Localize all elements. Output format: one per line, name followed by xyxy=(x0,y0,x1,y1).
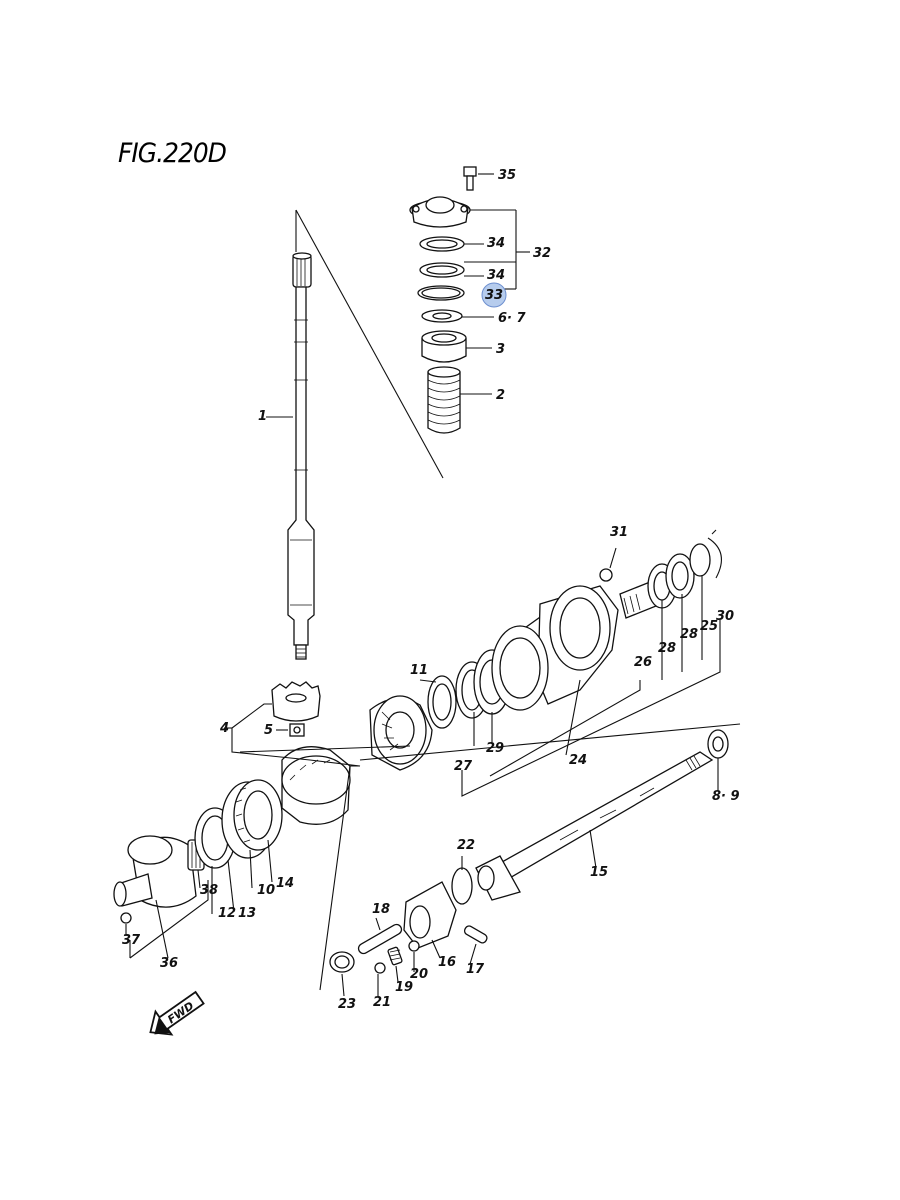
shim-part-11[interactable] xyxy=(427,675,457,729)
callout-c24[interactable]: 24 xyxy=(569,753,587,768)
callout-c13[interactable]: 13 xyxy=(238,906,256,921)
callout-c28a[interactable]: 28 xyxy=(680,627,698,642)
callout-c2[interactable]: 2 xyxy=(496,388,505,403)
highlight-marker-33 xyxy=(481,282,507,308)
callout-c89[interactable]: 8· 9 xyxy=(712,789,740,804)
callout-c5[interactable]: 5 xyxy=(264,723,273,738)
ball-part-20[interactable] xyxy=(408,940,420,952)
oil-seal-part-34-lower[interactable] xyxy=(419,262,465,278)
push-rod-part-18[interactable] xyxy=(357,923,404,956)
oil-seal-part-34-upper[interactable] xyxy=(419,236,465,252)
callout-c11[interactable]: 11 xyxy=(410,663,428,678)
drive-shaft-part-1[interactable] xyxy=(287,252,315,660)
oil-seal-part-28-b[interactable] xyxy=(665,553,695,599)
callout-c17[interactable]: 17 xyxy=(466,962,485,977)
callout-c25[interactable]: 25 xyxy=(700,619,718,634)
callout-c27[interactable]: 27 xyxy=(454,759,473,774)
bearing-part-3[interactable] xyxy=(421,330,467,363)
callout-c34b[interactable]: 34 xyxy=(487,268,505,283)
callout-c33[interactable]: 33 xyxy=(485,288,503,303)
callout-c14[interactable]: 14 xyxy=(276,876,294,891)
bearing-housing-part-32[interactable] xyxy=(409,196,471,228)
retainer-part-25[interactable] xyxy=(689,543,711,577)
thrust-washer-part-8-9[interactable] xyxy=(707,729,729,759)
upper-leader-lines xyxy=(266,173,530,418)
callout-c35[interactable]: 35 xyxy=(498,168,516,183)
nut-part-5[interactable] xyxy=(289,723,305,737)
pin-part-17[interactable] xyxy=(463,925,488,945)
callout-c12[interactable]: 12 xyxy=(218,906,236,921)
shim-part-6-7[interactable] xyxy=(421,309,463,323)
callout-c34a[interactable]: 34 xyxy=(487,236,505,251)
callout-c16[interactable]: 16 xyxy=(438,955,456,970)
callout-c31[interactable]: 31 xyxy=(610,525,628,540)
o-ring-part-33[interactable] xyxy=(417,285,465,301)
propeller-shaft-housing-part-24[interactable] xyxy=(491,585,619,711)
callout-c3[interactable]: 3 xyxy=(496,342,505,357)
callout-c4[interactable]: 4 xyxy=(219,721,229,736)
forward-gear-body[interactable] xyxy=(281,746,351,825)
ball-part-21[interactable] xyxy=(374,962,386,974)
pinion-gear-part-4[interactable] xyxy=(271,681,321,722)
spring-clip-part-23[interactable] xyxy=(329,951,355,973)
figure-title: FIG.220D xyxy=(118,138,227,169)
callout-c15[interactable]: 15 xyxy=(590,865,608,880)
propeller-shaft-part-15[interactable] xyxy=(475,751,714,901)
assembly-guide-line xyxy=(295,209,444,479)
callout-c36[interactable]: 36 xyxy=(160,956,178,971)
clutch-dog-part-16[interactable] xyxy=(403,881,457,949)
spring-sleeve-part-2[interactable] xyxy=(427,366,461,434)
callout-c32[interactable]: 32 xyxy=(533,246,551,261)
bearing-part-10-14[interactable] xyxy=(221,779,283,859)
fwd-arrow-icon: FWD xyxy=(149,990,205,1036)
spring-part-22[interactable] xyxy=(451,867,473,905)
reverse-gear-part-27[interactable] xyxy=(369,695,433,771)
snap-ring-part-30[interactable] xyxy=(707,529,722,579)
callout-c26[interactable]: 26 xyxy=(634,655,652,670)
callout-c20[interactable]: 20 xyxy=(410,967,428,982)
callout-c19[interactable]: 19 xyxy=(395,980,413,995)
callout-c29[interactable]: 29 xyxy=(486,741,504,756)
forward-gear-part-36-housing[interactable] xyxy=(113,835,197,908)
callout-c67[interactable]: 6· 7 xyxy=(498,311,527,326)
callout-c10[interactable]: 10 xyxy=(257,883,275,898)
callout-c22[interactable]: 22 xyxy=(457,838,475,853)
ball-part-37[interactable] xyxy=(120,912,132,924)
roller-bearing-part-26[interactable] xyxy=(619,581,657,619)
lower-guide-lines xyxy=(125,575,741,997)
callout-c23[interactable]: 23 xyxy=(338,997,356,1012)
callout-c30[interactable]: 30 xyxy=(716,609,734,624)
bolt-part-31[interactable] xyxy=(599,547,617,582)
callout-c18[interactable]: 18 xyxy=(372,902,390,917)
callout-c37[interactable]: 37 xyxy=(122,933,141,948)
callout-c21[interactable]: 21 xyxy=(373,995,391,1010)
callout-c38[interactable]: 38 xyxy=(200,883,218,898)
callout-c28b[interactable]: 28 xyxy=(658,641,676,656)
spring-part-19[interactable] xyxy=(387,946,403,966)
bolt-part-35[interactable] xyxy=(463,166,477,191)
callout-c1[interactable]: 1 xyxy=(258,409,267,424)
